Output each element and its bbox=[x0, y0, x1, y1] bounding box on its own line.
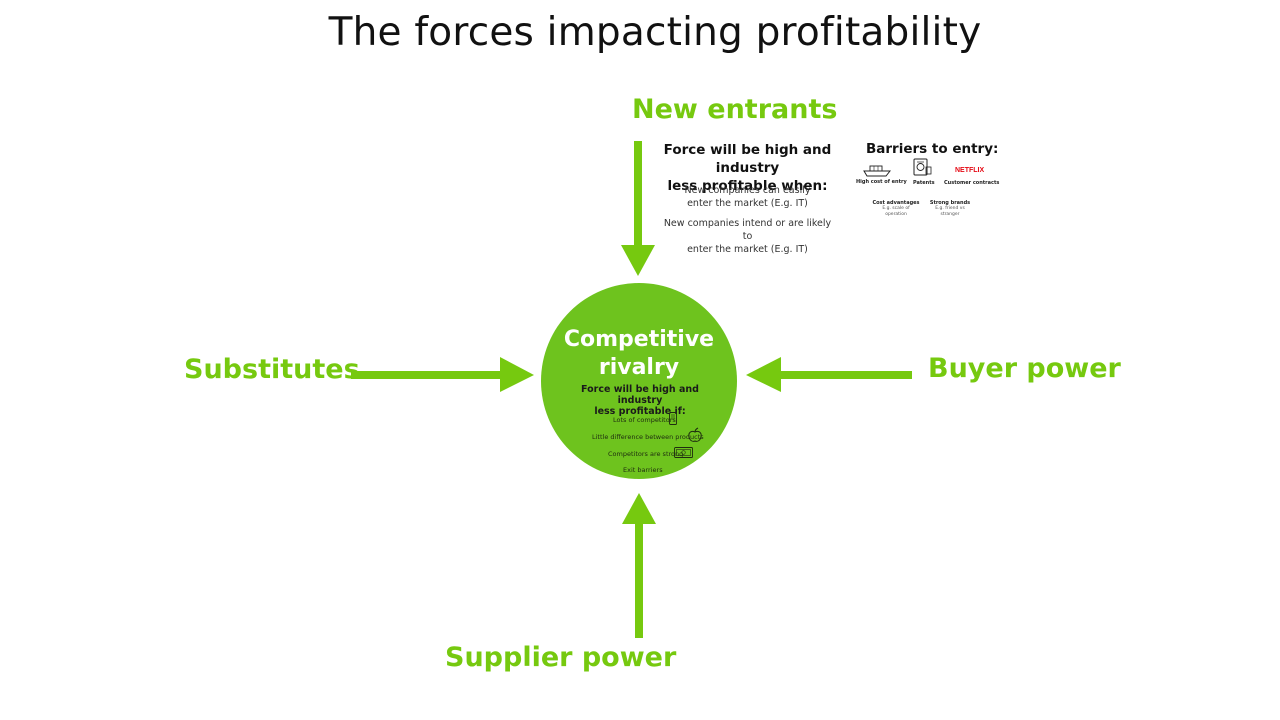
new-entrants-arrow-shaft bbox=[634, 141, 642, 251]
circle-title-line1: Competitive bbox=[563, 327, 715, 352]
ship-icon bbox=[863, 165, 891, 177]
new-entrants-heading: Force will be high and industry less pro… bbox=[645, 141, 850, 195]
force-buyer-power: Buyer power bbox=[928, 353, 1121, 384]
circle-subtitle-line1: Force will be high and industry bbox=[581, 384, 699, 406]
circle-subtitle-line2: less profitable if: bbox=[594, 406, 686, 417]
circle-item: Lots of competitors bbox=[613, 416, 676, 424]
netflix-logo: NETFLIX bbox=[955, 167, 985, 174]
circle-title: Competitive rivalry bbox=[541, 326, 737, 382]
new-entrants-heading-line1: Force will be high and industry bbox=[663, 142, 832, 176]
barrier-sub-label: Strong brands bbox=[929, 200, 971, 206]
circle-item: Exit barriers bbox=[623, 466, 663, 474]
force-substitutes: Substitutes bbox=[184, 354, 360, 385]
barrier-sub-note-line2: operation bbox=[885, 212, 907, 217]
buyer-power-arrow-shaft bbox=[775, 371, 912, 379]
supplier-power-arrow-head bbox=[622, 493, 656, 524]
barrier-sub-item: Cost advantages E.g. scale of operation bbox=[872, 200, 920, 218]
barriers-heading: Barriers to entry: bbox=[866, 141, 999, 157]
new-entrants-item1-line2: enter the market (E.g. IT) bbox=[687, 198, 808, 209]
new-entrants-arrow-head bbox=[621, 245, 655, 276]
new-entrants-heading-line2: less profitable when: bbox=[667, 178, 828, 194]
supplier-power-arrow-shaft bbox=[635, 520, 643, 638]
barrier-sub-note-line1: E.g. friend vs bbox=[935, 206, 965, 211]
phone-icon bbox=[669, 412, 677, 425]
substitutes-arrow-head bbox=[500, 357, 534, 392]
competitive-rivalry-circle bbox=[541, 283, 737, 479]
barrier-label: High cost of entry bbox=[856, 179, 907, 185]
buyer-power-arrow-head bbox=[746, 357, 781, 392]
barrier-sub-note-line2: stranger bbox=[940, 212, 960, 217]
barrier-label: Customer contracts bbox=[944, 180, 1000, 186]
apple-icon bbox=[688, 427, 702, 442]
patent-icon bbox=[913, 158, 932, 176]
barrier-sub-label: Cost advantages bbox=[872, 200, 920, 206]
circle-title-line2: rivalry bbox=[598, 355, 680, 380]
barrier-label: Patents bbox=[913, 180, 935, 186]
force-new-entrants: New entrants bbox=[632, 94, 838, 125]
new-entrants-item1-line1: New companies can easily bbox=[684, 185, 811, 196]
new-entrants-item2-line2: enter the market (E.g. IT) bbox=[687, 244, 808, 255]
money-icon bbox=[674, 447, 693, 458]
force-supplier-power: Supplier power bbox=[445, 642, 677, 673]
substitutes-arrow-shaft bbox=[351, 371, 506, 379]
barrier-sub-item: Strong brands E.g. friend vs stranger bbox=[926, 200, 974, 218]
circle-item: Little difference between products bbox=[592, 433, 704, 441]
new-entrants-item: New companies can easily enter the marke… bbox=[660, 184, 835, 210]
new-entrants-item2-line1: New companies intend or are likely to bbox=[663, 218, 832, 242]
page-title: The forces impacting profitability bbox=[328, 10, 982, 55]
barrier-sub-note-line1: E.g. scale of bbox=[882, 206, 910, 211]
circle-item: Competitors are strong bbox=[608, 450, 684, 458]
new-entrants-item: New companies intend or are likely to en… bbox=[660, 217, 835, 256]
circle-subtitle: Force will be high and industry less pro… bbox=[560, 384, 720, 417]
